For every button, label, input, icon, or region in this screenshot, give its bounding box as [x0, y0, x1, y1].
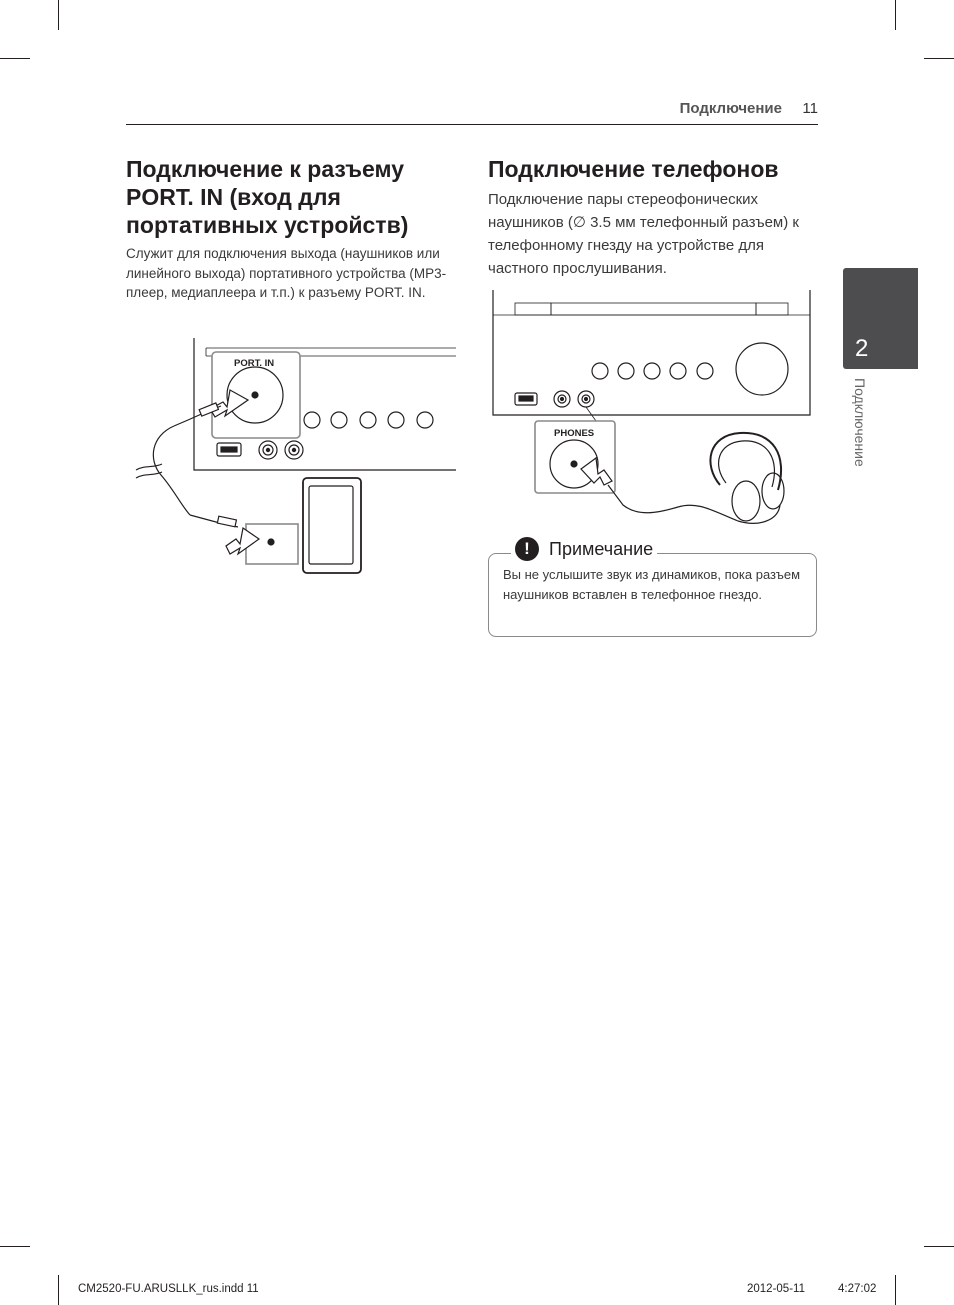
note-title: Примечание: [549, 538, 654, 559]
footer-file: CM2520-FU.ARUSLLK_rus.indd 11: [78, 1283, 259, 1295]
crop-mark: [0, 58, 30, 59]
phones-heading: Подключение телефонов: [488, 156, 779, 182]
phones-description: Подключение пары стереофонических наушни…: [488, 191, 799, 277]
chapter-number: 2: [855, 335, 869, 362]
crop-mark: [895, 1275, 896, 1305]
chapter-tab: 2: [843, 268, 918, 369]
port-in-description: Служит для подключения выхода (наушников…: [126, 246, 447, 300]
note-header: ! Примечание: [511, 537, 658, 561]
page-number: 11: [802, 100, 818, 117]
running-header: Подключение 11: [126, 100, 818, 125]
phones-diagram: PHONES: [492, 290, 811, 524]
crop-mark: [58, 0, 59, 30]
crop-mark: [58, 1275, 59, 1305]
port-in-label: PORT. IN: [234, 358, 274, 369]
crop-mark: [924, 1246, 954, 1247]
port-in-heading: Подключение к разъему PORT. IN (вход для…: [126, 156, 409, 238]
footer-date: 2012-05-11: [747, 1283, 805, 1295]
crop-mark: [895, 0, 896, 30]
footer-time: 4:27:02: [838, 1283, 877, 1295]
chapter-label: Подключение: [850, 378, 870, 488]
crop-mark: [924, 58, 954, 59]
phones-label: PHONES: [554, 428, 594, 439]
note-text: Вы не услышите звук из динамиков, пока р…: [503, 567, 801, 602]
port-in-diagram: PORT. IN: [135, 338, 456, 574]
exclamation-icon: !: [515, 537, 539, 561]
chapter-label-text: Подключение: [852, 378, 868, 467]
header-section: Подключение: [679, 100, 782, 117]
crop-mark: [0, 1246, 30, 1247]
